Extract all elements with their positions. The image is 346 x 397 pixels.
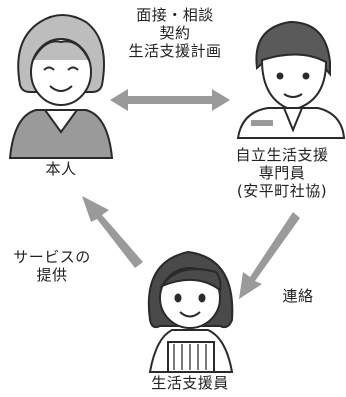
edge-label-line: 提供 xyxy=(36,266,68,284)
arrow-supporter-to-honnin xyxy=(82,196,143,268)
elderly-woman-icon xyxy=(8,14,114,159)
node-label-line: (安平町社協) xyxy=(236,182,328,200)
edge-label-line: 面接・相談 xyxy=(136,6,214,24)
female-supporter-icon xyxy=(147,250,234,373)
node-label-supporter: 生活支援員 xyxy=(151,374,229,392)
edge-label-line: サービスの xyxy=(13,248,91,266)
edge-label-line: 生活支援計画 xyxy=(128,42,222,60)
node-label-specialist: 自立生活支援 専門員 (安平町社協) xyxy=(218,146,346,200)
double-arrow-icon xyxy=(110,89,230,111)
node-label-line: 自立生活支援 xyxy=(235,146,329,164)
edge-label-contact: 連絡 xyxy=(282,287,314,305)
edge-label-interview-contract-plan: 面接・相談 契約 生活支援計画 xyxy=(113,6,237,60)
node-label-honnin: 本人 xyxy=(45,160,77,178)
node-label-line: 専門員 xyxy=(258,164,306,182)
edge-label-service: サービスの 提供 xyxy=(0,248,104,284)
male-staff-icon xyxy=(236,20,346,139)
arrow-specialist-to-supporter xyxy=(239,212,300,299)
edge-label-line: 契約 xyxy=(159,24,191,42)
